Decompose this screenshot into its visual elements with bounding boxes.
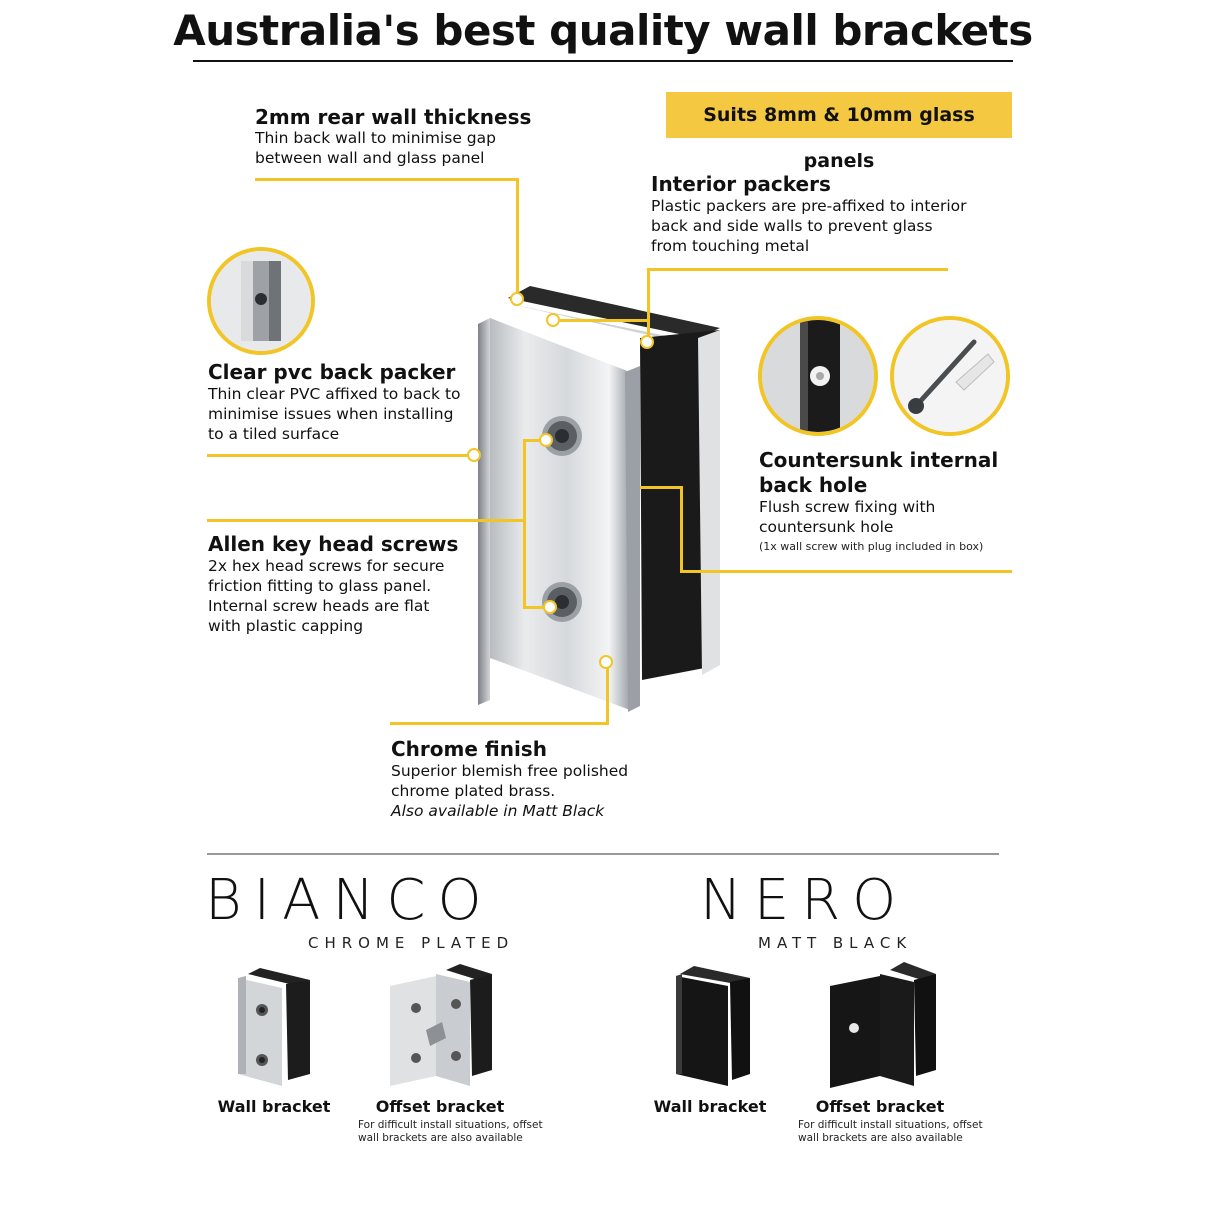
countersunk-text: Flush screw fixing with countersunk hole	[759, 498, 936, 536]
interior-packers-heading: Interior packers	[651, 172, 831, 196]
callout-line-packers-h	[650, 268, 948, 271]
callout-dot-screw-1	[539, 433, 553, 447]
callout-line-rear-h	[255, 178, 518, 181]
nero-subtitle: MATT BLACK	[758, 934, 913, 952]
title-underline	[193, 60, 1013, 62]
back-packer-photo	[207, 247, 315, 355]
nero-offset-bracket-image	[830, 962, 936, 1088]
bianco-offset-bracket-label: Offset bracket	[375, 1097, 505, 1116]
countersunk-note: (1x wall screw with plug included in box…	[759, 540, 984, 553]
callout-line-screws-bottom	[523, 606, 545, 609]
callout-line-chrome-v	[606, 668, 609, 725]
callout-dot-backpacker	[467, 448, 481, 462]
rear-wall-heading: 2mm rear wall thickness	[255, 105, 532, 129]
glass-panel-badge: Suits 8mm & 10mm glass panels	[666, 92, 1012, 172]
callout-dot-packers-2	[640, 335, 654, 349]
page-title: Australia's best quality wall brackets	[173, 6, 1033, 55]
callout-line-backpacker	[207, 454, 467, 457]
main-bracket-illustration	[478, 286, 720, 712]
countersunk-heading-1: Countersunk internal	[759, 448, 999, 472]
screws-text: 2x hex head screws for secure friction f…	[208, 557, 445, 635]
callout-line-packers-v	[647, 268, 650, 338]
screw-plug-photo	[890, 316, 1010, 436]
callout-line-countersunk-h	[680, 570, 1012, 573]
countersunk-heading-2: back hole	[759, 473, 868, 497]
callout-line-screws-v	[523, 440, 526, 608]
bianco-wall-bracket-label: Wall bracket	[217, 1097, 331, 1116]
back-packer-image	[211, 251, 311, 351]
bianco-offset-bracket-image	[390, 964, 492, 1086]
callout-line-chrome-h	[390, 722, 608, 725]
chrome-heading: Chrome finish	[391, 737, 547, 761]
callout-dot-rear	[510, 292, 524, 306]
callout-line-countersunk-v	[680, 486, 683, 572]
nero-brand: NERO	[700, 868, 909, 933]
section-divider	[207, 853, 999, 855]
countersunk-image	[762, 320, 874, 432]
screw-plug-image	[894, 320, 1006, 432]
callout-dot-chrome	[599, 655, 613, 669]
callout-dot-packers-1	[546, 313, 560, 327]
countersunk-photo	[758, 316, 878, 436]
bianco-offset-note: For difficult install situations, offset…	[358, 1119, 543, 1144]
callout-line-countersunk-a	[640, 486, 682, 489]
callout-line-packers-branch	[560, 319, 648, 322]
callout-line-screws-h	[207, 519, 525, 522]
nero-wall-bracket-image	[676, 966, 750, 1086]
bianco-subtitle: CHROME PLATED	[308, 934, 515, 952]
nero-offset-note: For difficult install situations, offset…	[798, 1119, 983, 1144]
back-packer-heading: Clear pvc back packer	[208, 360, 456, 384]
callout-line-screws-top	[523, 439, 543, 442]
screws-heading: Allen key head screws	[208, 532, 459, 556]
back-packer-text: Thin clear PVC affixed to back to minimi…	[208, 385, 461, 443]
callout-dot-screw-2	[543, 600, 557, 614]
chrome-text: Superior blemish free polished chrome pl…	[391, 762, 629, 820]
nero-offset-bracket-label: Offset bracket	[815, 1097, 945, 1116]
bianco-wall-bracket-image	[238, 968, 310, 1086]
rear-wall-text: Thin back wall to minimise gap between w…	[255, 129, 496, 167]
interior-packers-text: Plastic packers are pre-affixed to inter…	[651, 197, 967, 255]
callout-line-rear-v	[516, 178, 519, 292]
nero-wall-bracket-label: Wall bracket	[653, 1097, 767, 1116]
bianco-brand: BIANCO	[205, 868, 494, 933]
